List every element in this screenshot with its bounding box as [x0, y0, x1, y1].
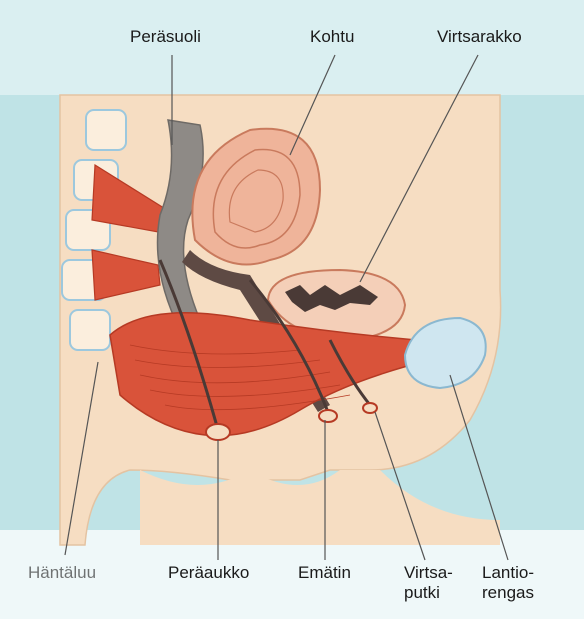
label-virtsaputki-2: putki [404, 583, 440, 602]
anus-opening [206, 424, 230, 440]
urethra-opening [363, 403, 377, 413]
label-lantiorengas-2: rengas [482, 583, 534, 602]
label-hantaluu: Häntäluu [28, 563, 96, 582]
vagina-opening [319, 410, 337, 422]
label-virtsarakko: Virtsarakko [437, 27, 522, 46]
label-lantiorengas-1: Lantio- [482, 563, 534, 582]
label-perasuoli: Peräsuoli [130, 27, 201, 46]
label-virtsaputki-1: Virtsa- [404, 563, 453, 582]
top-fade [0, 0, 584, 95]
label-kohtu: Kohtu [310, 27, 354, 46]
label-ematin: Emätin [298, 563, 351, 582]
label-peraaukko: Peräaukko [168, 563, 249, 582]
